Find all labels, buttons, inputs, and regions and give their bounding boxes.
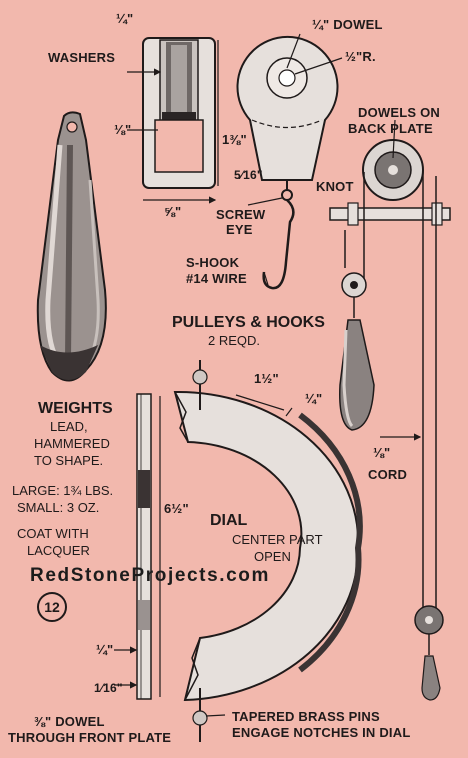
weights-line-2: HAMMERED [34,436,110,451]
s-hook-label: S-HOOK [186,255,240,270]
dowel-quarter-label: ¼" DOWEL [312,17,383,32]
dim-one-three-eighths: 1⅜" [222,132,247,147]
dim-quarter-dial: ¼" [305,391,323,406]
pins-label-2: ENGAGE NOTCHES IN DIAL [232,725,411,740]
dowel-front-label-2: THROUGH FRONT PLATE [8,730,172,745]
cord-label: CORD [368,467,408,482]
dowels-on-label: DOWELS ON [358,105,440,120]
weights-title: WEIGHTS [38,400,113,417]
dim-eighth-left: ⅛" [114,122,132,137]
dim-sixteenth: 1⁄16" [94,681,123,695]
dial-sub-1: CENTER PART [232,532,323,547]
pulley-front-view [236,33,343,290]
figure-number-badge: 12 [37,592,67,622]
dim-one-half: 1½" [254,371,279,386]
pulleys-hooks-title: PULLEYS & HOOKS [172,314,325,331]
coat-line-1: COAT WITH [17,526,89,541]
dim-five-eighths: ⅝" [164,204,182,219]
weights-line-1: LEAD, [50,419,88,434]
screw-eye-label-1: SCREW [216,207,266,222]
dowel-front-label-1: ⅜" DOWEL [34,714,105,729]
half-r-label: ½"R. [345,49,376,64]
pins-label-1: TAPERED BRASS PINS [232,709,380,724]
watermark: RedStoneProjects.com [30,565,270,586]
clock-assembly-right [329,119,451,701]
dial-title: DIAL [210,512,248,529]
screw-eye-label-2: EYE [226,222,253,237]
dial-side-profile [114,393,161,700]
dim-six-half: 6½" [164,501,189,516]
weights-line-3: TO SHAPE. [34,453,104,468]
dial-sub-2: OPEN [254,549,291,564]
dim-five-sixteenths: 5⁄16" [234,168,263,182]
lead-weight [36,111,107,382]
dim-eighth-cord: ⅛" [373,445,391,460]
dim-quarter-top: ¼" [116,11,134,26]
knot-label: KNOT [316,179,354,194]
dim-quarter-bottom: ¼" [96,642,114,657]
small-weight-label: SMALL: 3 OZ. [17,500,100,515]
large-weight-label: LARGE: 1¾ LBS. [12,483,114,498]
coat-line-2: LACQUER [27,543,90,558]
wire-label: #14 WIRE [186,271,247,286]
pulleys-hooks-sub: 2 REQD. [208,333,261,348]
dial [173,360,363,742]
back-plate-label: BACK PLATE [348,121,433,136]
washers-label: WASHERS [48,50,116,65]
pulley-side-view [127,37,219,204]
